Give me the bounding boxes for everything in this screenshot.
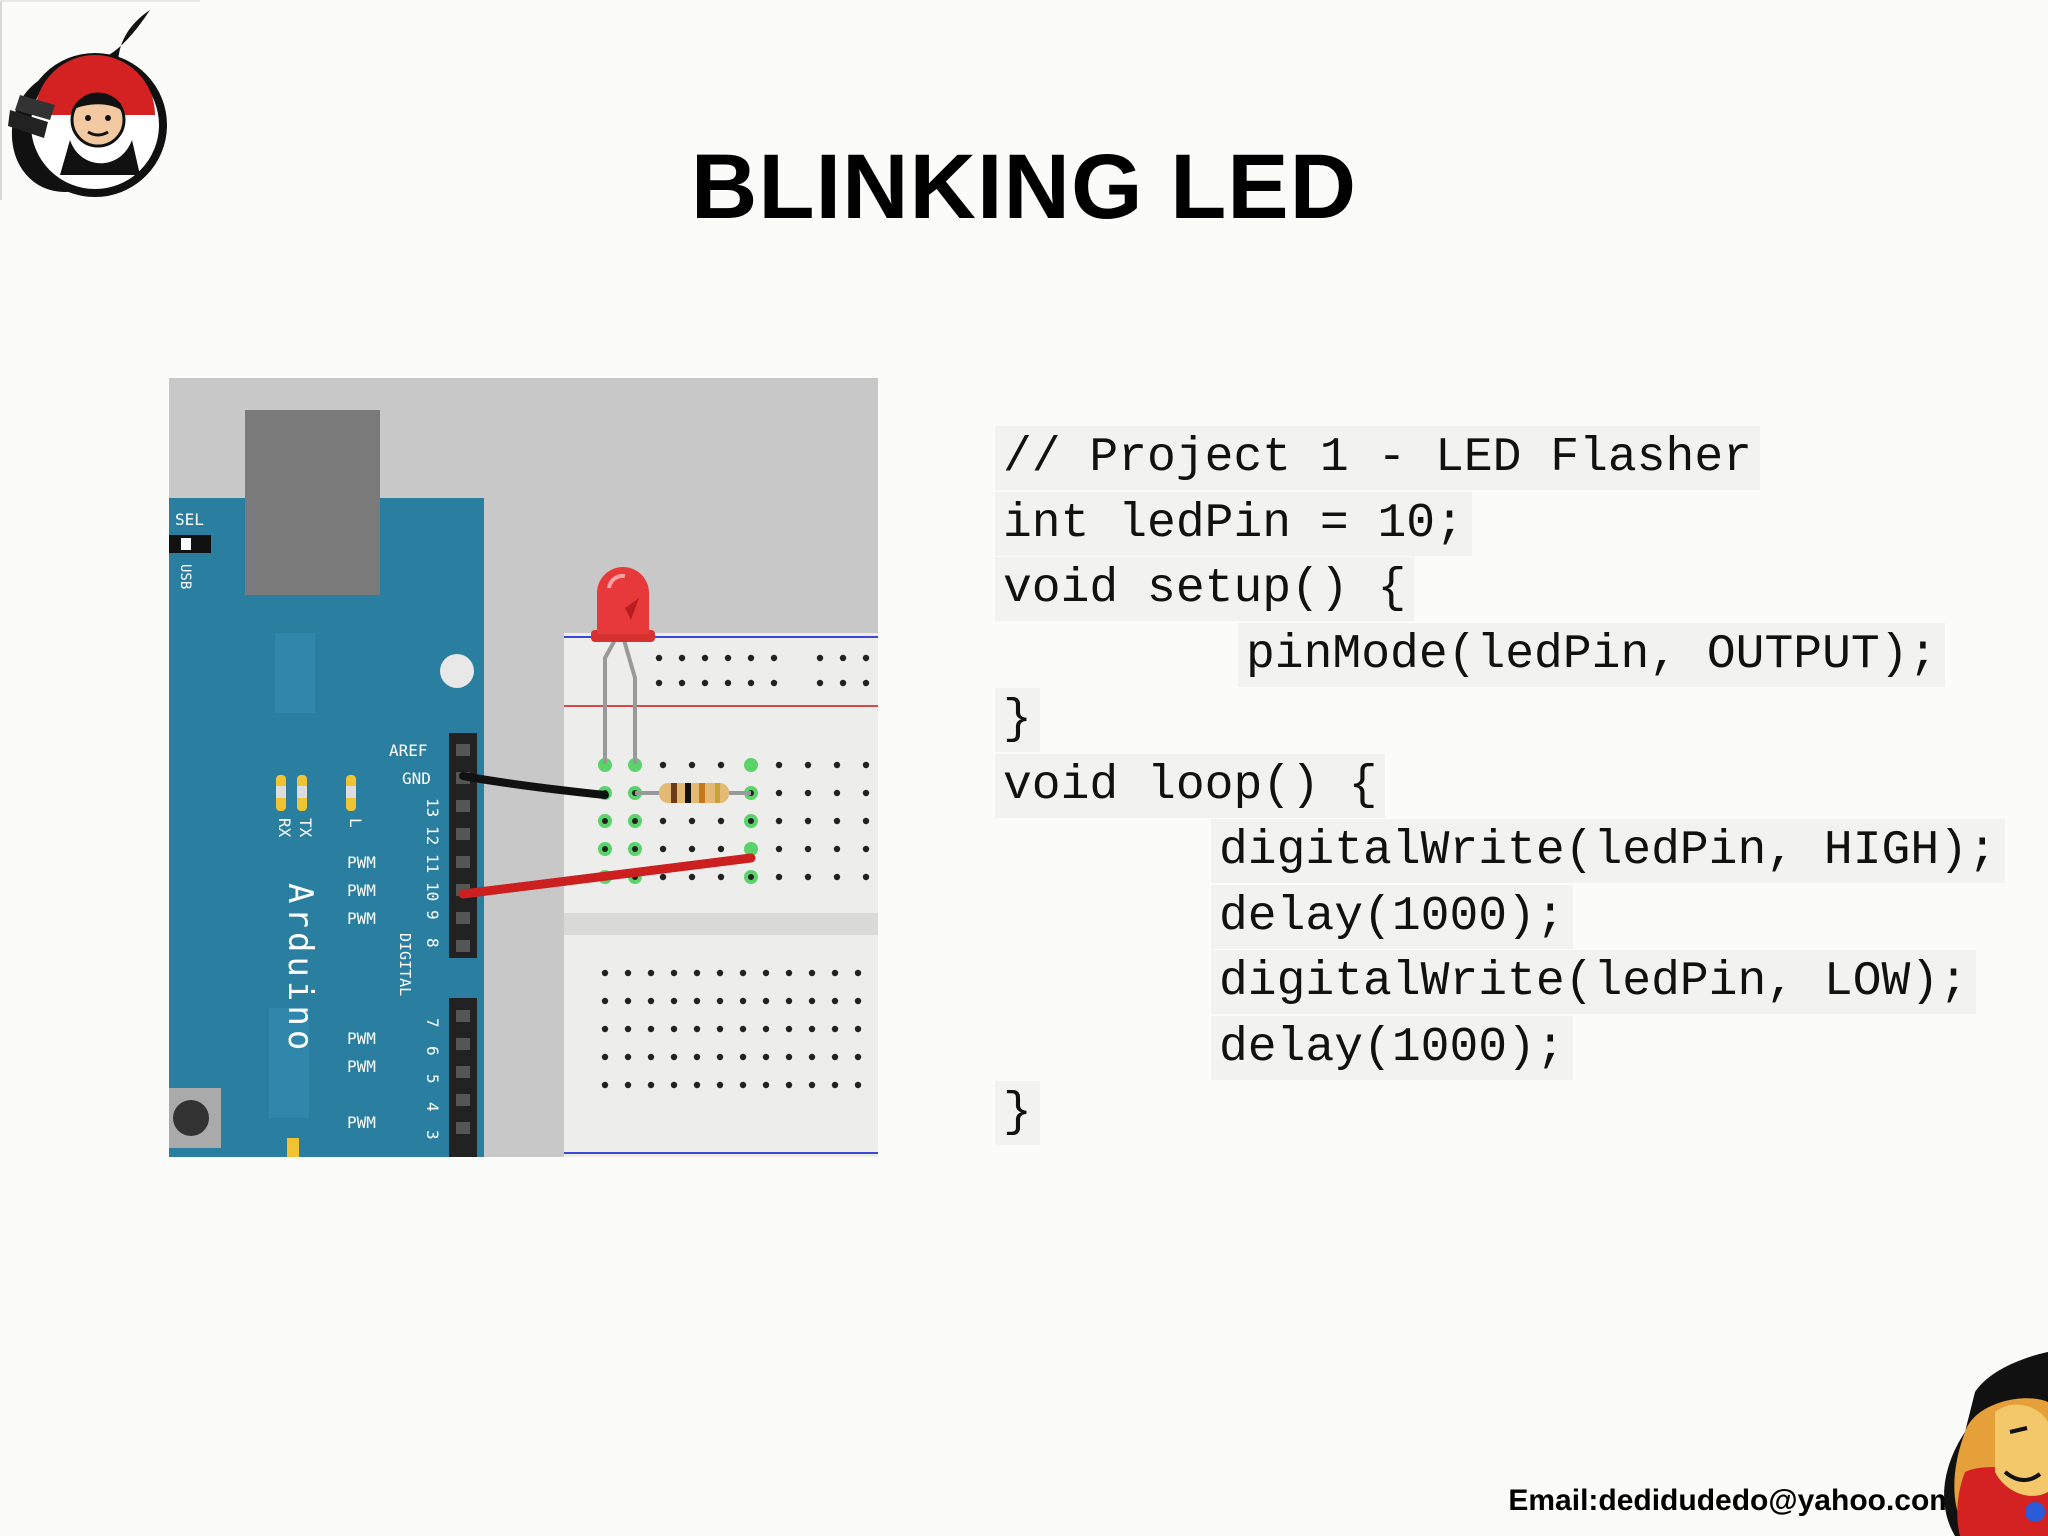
signal-wire — [458, 853, 756, 899]
code-line: delay(1000); — [1211, 884, 1573, 949]
pwm-label-5: PWM — [347, 1057, 376, 1076]
pin-number: 8 — [423, 938, 442, 948]
pin-number: 11 — [423, 854, 442, 873]
code-line: digitalWrite(ledPin, LOW); — [1211, 950, 1976, 1014]
l-label: L — [346, 818, 365, 828]
pin-number: 12 — [423, 826, 442, 845]
tx-label: TX — [296, 818, 315, 838]
code-line: void loop() { — [995, 753, 1386, 818]
usb-label: USB — [177, 564, 193, 589]
gnd-wire — [459, 772, 609, 799]
code-line: pinMode(ledPin, OUTPUT); — [1238, 622, 1946, 687]
slide-title: BLINKING LED — [690, 136, 1358, 238]
code-line: digitalWrite(ledPin, HIGH); — [1211, 819, 2005, 883]
sel-label: SEL — [175, 510, 204, 529]
pin-number: 9 — [423, 910, 442, 920]
pwm-label-6: PWM — [347, 1029, 376, 1048]
code-line: void setup() { — [995, 557, 1415, 621]
rx-label: RX — [275, 818, 294, 838]
pin-number: 6 — [423, 1046, 442, 1056]
pin-number: 13 — [423, 798, 442, 817]
red-led — [591, 567, 655, 764]
code-line: int ledPin = 10; — [995, 491, 1472, 556]
code-line: delay(1000); — [1211, 1015, 1573, 1080]
breadboard — [564, 633, 878, 1157]
pwm-label-11: PWM — [347, 853, 376, 872]
avatar-portrait-icon — [1944, 1352, 2048, 1536]
digital-label: DIGITAL — [396, 933, 414, 996]
pwm-label-3: PWM — [347, 1113, 376, 1132]
pin-number: 10 — [423, 882, 442, 901]
pin-number: 4 — [423, 1102, 442, 1112]
pwm-label-10: PWM — [347, 881, 376, 900]
code-line: } — [995, 688, 1040, 752]
resistor — [635, 783, 751, 803]
email-address: Email:dedidudedo@yahoo.com — [1508, 1484, 1956, 1517]
logo-emblem-icon — [0, 0, 200, 200]
pwm-label-9: PWM — [347, 909, 376, 928]
code-line: // Project 1 - LED Flasher — [995, 426, 1760, 490]
pin-number: 3 — [423, 1130, 442, 1140]
pin-number: 5 — [423, 1074, 442, 1084]
arduino-board: SEL USB RX TX L Arduino A — [169, 410, 484, 1157]
code-line: } — [995, 1081, 1040, 1145]
pin-header-top — [449, 733, 477, 958]
aref-label: AREF — [389, 741, 428, 760]
board-name: Arduino — [280, 883, 320, 1054]
mounting-hole — [440, 654, 474, 688]
gnd-label: GND — [402, 769, 431, 788]
pin-number: 7 — [423, 1018, 442, 1028]
circuit-diagram: SEL USB RX TX L Arduino A — [169, 378, 878, 1157]
